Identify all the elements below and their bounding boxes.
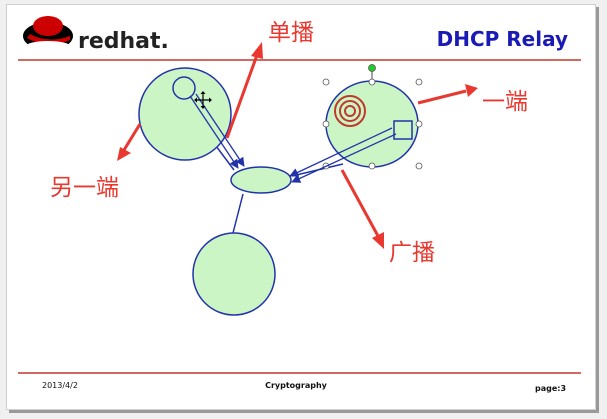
redhat-hat-logo-icon xyxy=(23,16,73,51)
rotate-handle[interactable] xyxy=(368,64,376,72)
node-left-small[interactable] xyxy=(172,76,196,100)
footer-page-number: 3 xyxy=(560,384,566,393)
red-arrow-other-end xyxy=(117,123,142,161)
node-left-host[interactable] xyxy=(138,67,232,161)
brand-text: redhat. xyxy=(78,29,169,54)
relay-packet-box[interactable] xyxy=(393,120,413,140)
footer-date: 2013/4/2 xyxy=(42,381,78,390)
annotation-other-end: 另一端 xyxy=(50,175,119,201)
handle[interactable] xyxy=(322,78,330,86)
annotation-broadcast: 广播 xyxy=(389,240,435,266)
annotation-one-end: 一端 xyxy=(482,89,528,115)
handle[interactable] xyxy=(415,162,423,170)
handle[interactable] xyxy=(368,78,376,86)
slide-canvas xyxy=(6,4,596,410)
link-bottom-node xyxy=(232,193,244,234)
red-arrow-unicast xyxy=(225,42,263,139)
node-relay-agent[interactable] xyxy=(230,166,292,194)
node-bottom-host[interactable] xyxy=(192,232,276,316)
handle[interactable] xyxy=(368,162,376,170)
redhat-logo: redhat. xyxy=(23,16,169,54)
annotation-unicast: 单播 xyxy=(268,20,314,46)
slide-title: DHCP Relay xyxy=(437,27,568,51)
handle[interactable] xyxy=(322,120,330,128)
red-arrow-broadcast xyxy=(340,169,384,249)
footer-page: page:3 xyxy=(535,384,566,393)
handle[interactable] xyxy=(415,78,423,86)
red-arrow-one-end xyxy=(417,84,478,105)
footer-center-text: Cryptography xyxy=(265,381,328,390)
handle[interactable] xyxy=(415,120,423,128)
broadcast-arrows xyxy=(289,127,397,183)
target-rings-icon xyxy=(334,95,366,127)
selection-handles[interactable] xyxy=(322,64,423,170)
footer-page-label: page: xyxy=(535,384,560,393)
move-cursor-icon xyxy=(194,91,212,109)
